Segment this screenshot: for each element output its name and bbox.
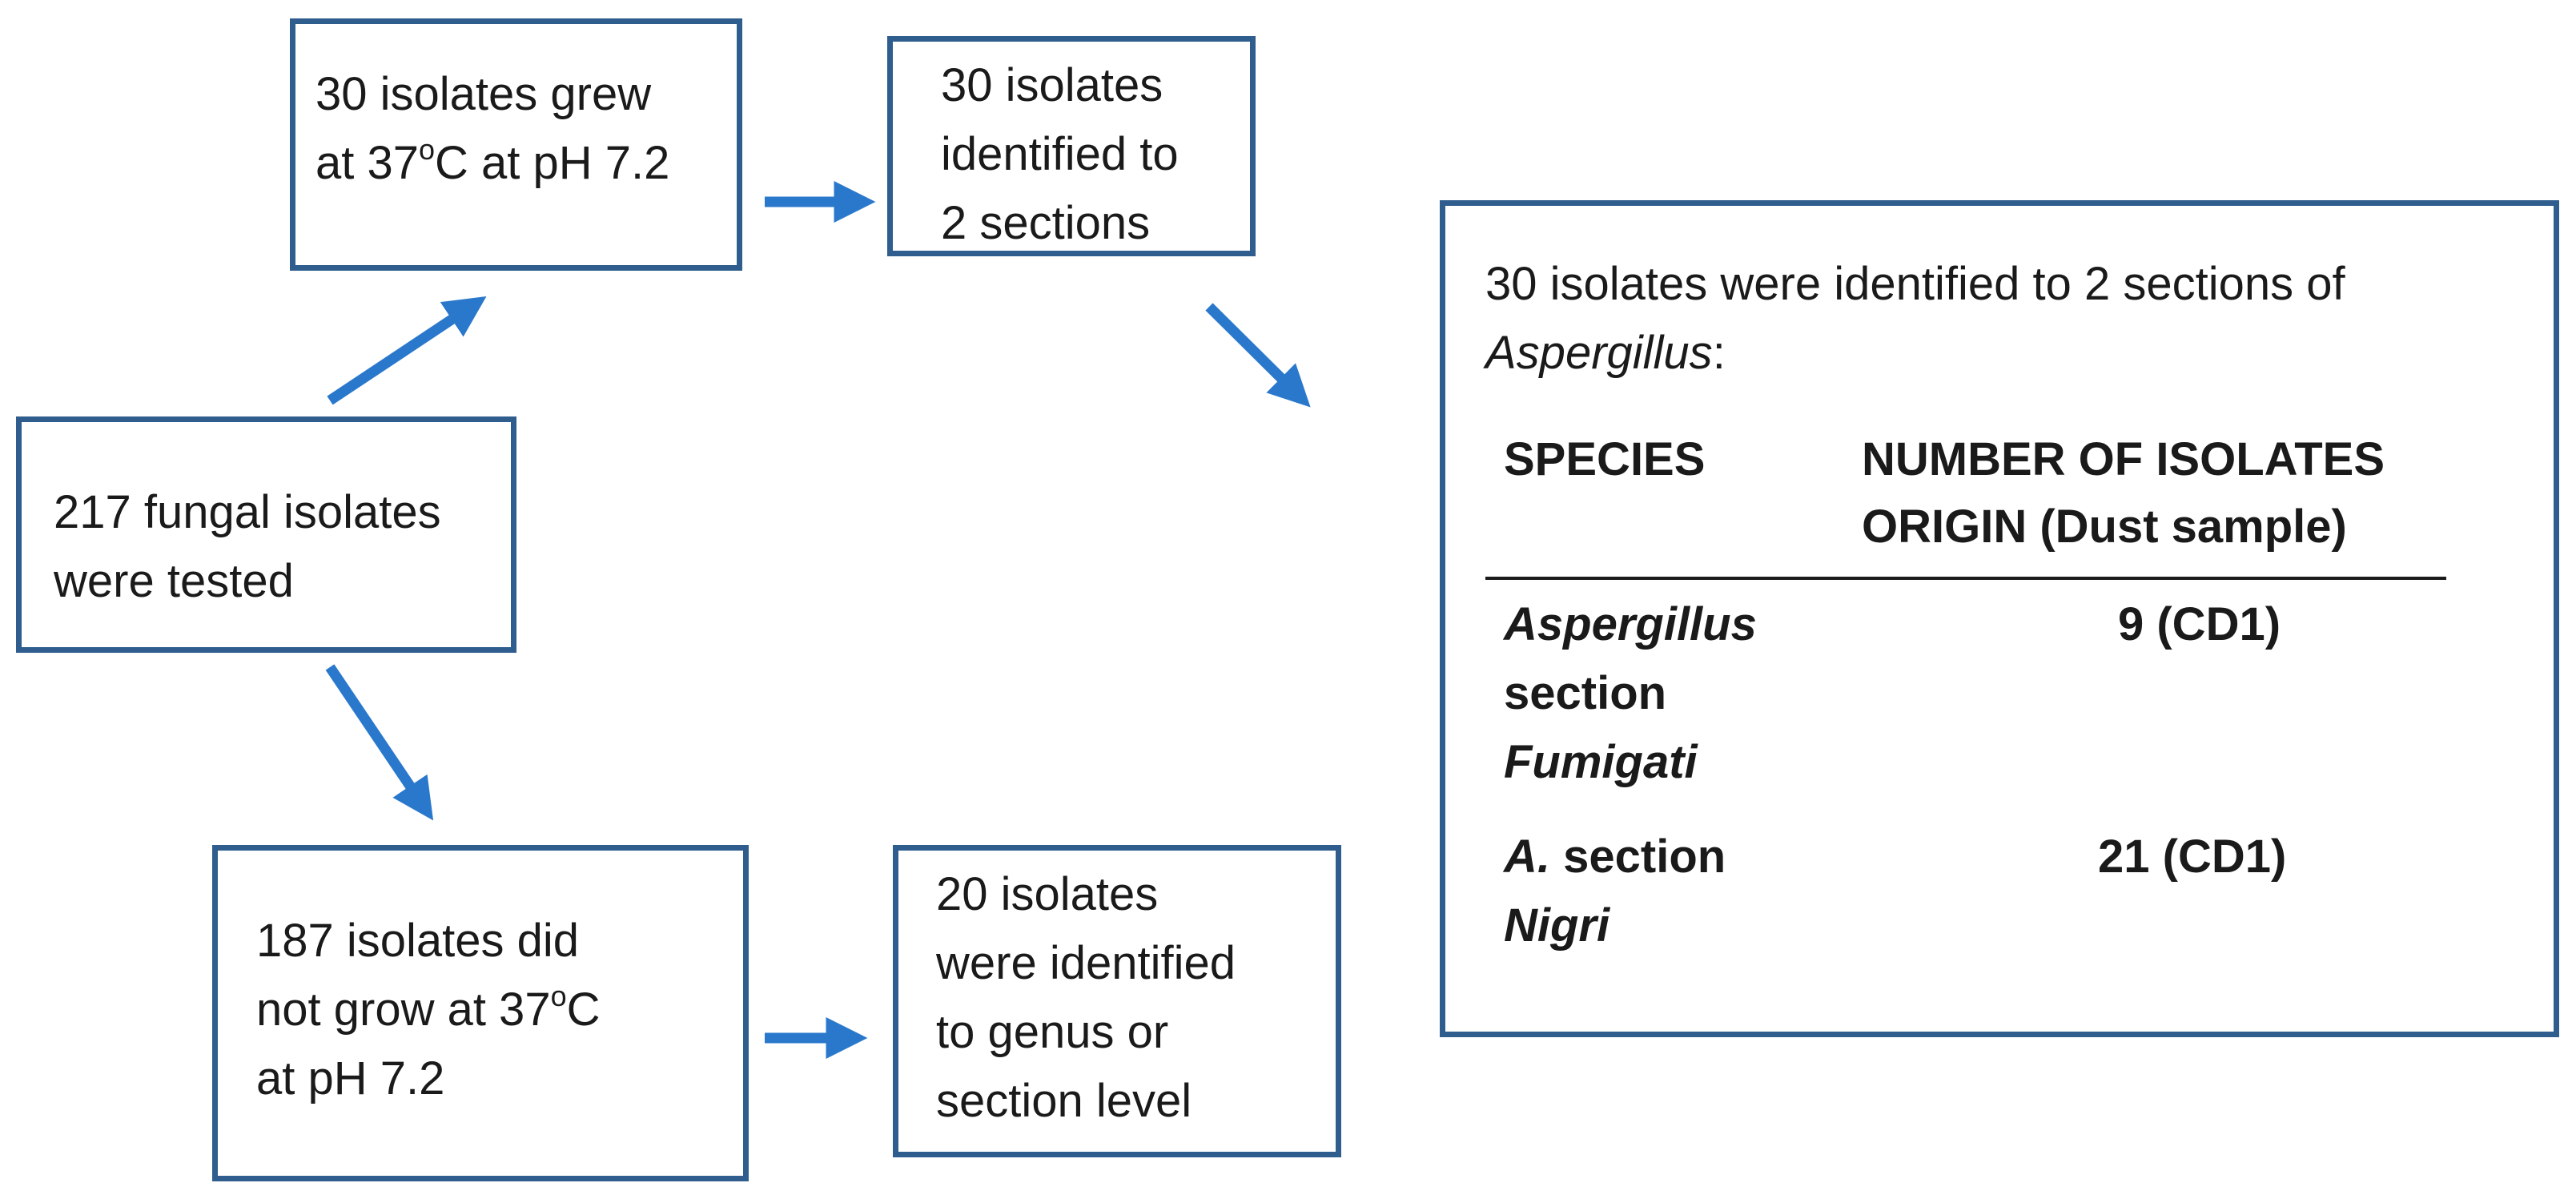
summary-intro-line1: 30 isolates were identified to 2 section… [1485,258,2345,310]
count-fumigati: 9 (CD1) [2118,598,2281,650]
grew-line1: 30 isolates grew [315,68,652,120]
box-genus-level: 20 isolates were identified to genus or … [893,845,1341,1157]
did-not-grow-line2: not grow at 37oC [256,979,601,1036]
genus-line2: were identified [936,937,1236,989]
species-nigri: A. section Nigri [1504,831,1726,952]
summary-intro: 30 isolates were identified to 2 section… [1485,250,2345,388]
species-fumigati: Aspergillus section Fumigati [1504,598,1757,788]
tested-line1: 217 fungal isolates [54,486,441,538]
grew-line2: at 37oC at pH 7.2 [315,132,670,189]
arrow-identified-to-summary [1205,303,1311,408]
did-not-grow-line3: at pH 7.2 [256,1052,445,1104]
table-header-rule [1485,577,2446,580]
box-did-not-grow: 187 isolates did not grow at 37oC at pH … [212,845,749,1181]
col-header-species: SPECIES [1504,433,1706,485]
genus-line1: 20 isolates [936,868,1159,920]
box-isolates-tested: 217 fungal isolates were tested [16,416,516,653]
col-header-number: NUMBER OF ISOLATES ORIGIN (Dust sample) [1862,433,2385,553]
did-not-grow-line1: 187 isolates did [256,915,580,967]
genus-line3: to genus or [936,1006,1169,1058]
identified-line1: 30 isolates [941,59,1163,111]
summary-intro-line2: Aspergillus: [1485,327,1726,379]
identified-line2: identified to [941,128,1179,180]
arrow-tested-to-did-not-grow [325,664,434,821]
genus-line4: section level [936,1075,1192,1127]
count-nigri: 21 (CD1) [2098,831,2287,883]
identified-line3: 2 sections [941,197,1151,249]
box-grew-at-37c: 30 isolates grew at 37oC at pH 7.2 [290,18,742,271]
tested-line2: were tested [54,555,294,607]
box-summary-table: 30 isolates were identified to 2 section… [1440,200,2559,1037]
arrow-tested-to-grew [327,296,487,405]
box-identified-sections: 30 isolates identified to 2 sections [887,36,1256,256]
